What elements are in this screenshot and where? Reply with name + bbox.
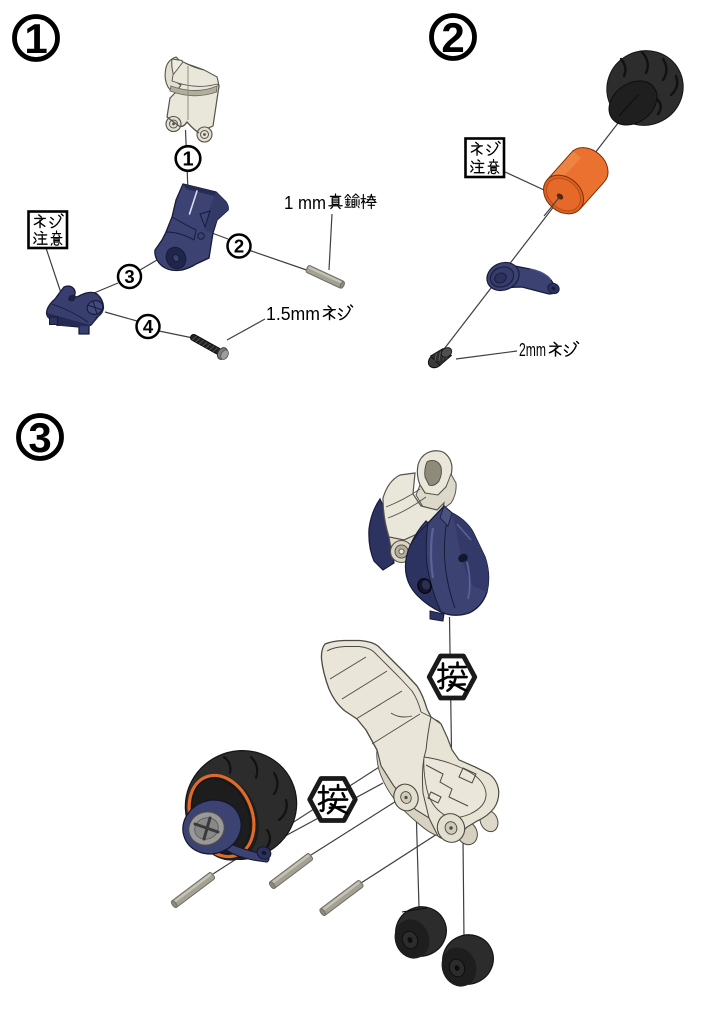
svg-text:2: 2 [441, 14, 464, 61]
svg-text:2mm: 2mm [519, 340, 546, 360]
svg-text:1.5mm: 1.5mm [266, 304, 320, 324]
svg-text:2: 2 [234, 236, 244, 257]
svg-text:1 mm: 1 mm [284, 193, 326, 213]
svg-text:1: 1 [24, 15, 47, 62]
svg-text:1: 1 [182, 149, 193, 171]
svg-text:3: 3 [28, 414, 51, 461]
svg-text:4: 4 [143, 316, 154, 337]
svg-text:3: 3 [124, 266, 134, 287]
